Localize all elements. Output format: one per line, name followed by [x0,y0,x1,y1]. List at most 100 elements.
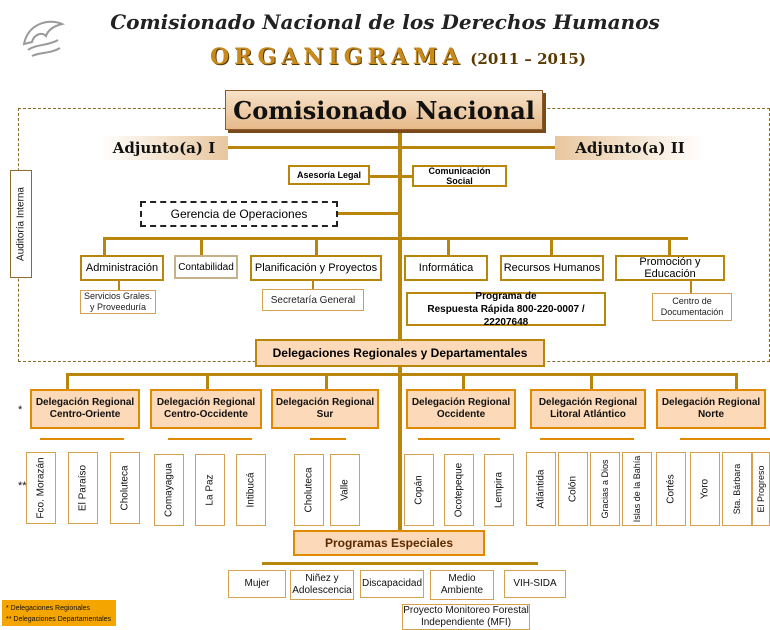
gerencia-label: Gerencia de Operaciones [170,207,308,221]
region-drop [206,373,209,389]
unit-promocion: Promoción y Educación [615,255,725,281]
adjunto-2-box: Adjunto(a) II [555,136,705,160]
delegaciones-box: Delegaciones Regionales y Departamentale… [255,339,545,367]
units-drop [447,237,450,255]
dept-box: Valle [330,454,360,526]
dept-label: Islas de la Bahía [632,455,642,523]
dept-label: El Paraíso [77,464,89,512]
unit-label: Contabilidad [178,261,234,273]
gerencia-link [338,212,400,215]
region-sur: Delegación Regional Sur [271,389,379,429]
servicios-label: Servicios Grales. y Proveeduría [83,291,153,312]
dept-bar [680,438,770,440]
program-discapacidad: Discapacidad [360,570,424,598]
units-drop [550,237,553,255]
dept-box: Gracias a Dios [590,452,620,526]
auditoria-label: Auditoría Interna [15,187,27,261]
dept-label: Comayagua [163,463,175,517]
dept-label: Atlántida [535,469,547,509]
dept-box: Colón [558,452,588,526]
dept-box: Sta. Bárbara [722,452,752,526]
program-label: VIH-SIDA [513,578,557,589]
dept-box: Choluteca [294,454,324,526]
comisionado-box: Comisionado Nacional [225,90,543,130]
region-label: Delegación Regional Sur [275,397,375,420]
unit-rrhh: Recursos Humanos [500,255,604,281]
units-drop [315,237,318,255]
auditoria-box: Auditoría Interna [10,170,32,278]
program-label: Discapacidad [361,578,423,589]
adjunto-2-label: Adjunto(a) II [575,139,685,157]
region-label: Delegación Regional Centro-Occidente [156,397,256,420]
page-subtitle: ORGANIGRAMA (2011 – 2015) [210,44,586,70]
units-drop [668,237,671,255]
dept-label: Choluteca [303,467,315,513]
region-drop [462,373,465,389]
asesoria-label: Asesoría Legal [296,170,362,180]
proyecto-label: Proyecto Monitoreo Forestal Independient… [403,605,529,628]
region-norte: Delegación Regional Norte [656,389,766,429]
units-drop [103,237,106,255]
programa-respuesta-box: Programa de Respuesta Rápida 800-220-000… [406,291,606,328]
region-drop [325,373,328,389]
secretaria-box: Secretaría General [262,289,364,311]
organigrama-label: ORGANIGRAMA [210,44,465,70]
unit-informatica: Informática [404,255,488,281]
sub-link [690,281,692,293]
comisionado-label: Comisionado Nacional [233,95,535,125]
dept-label: Ocotepeque [453,462,465,518]
dept-label: Choluteca [119,465,131,511]
dept-bar [40,438,124,440]
legend-item-regionales: * Delegaciones Regionales [6,605,91,612]
region-litoral-atlantico: Delegación Regional Litoral Atlántico [530,389,646,429]
programas-box: Programas Especiales [293,530,485,556]
programas-bar [262,562,538,565]
region-centro-occidente: Delegación Regional Centro-Occidente [150,389,262,429]
dept-label: Fco. Morazán [35,457,47,519]
proyecto-mfi: Proyecto Monitoreo Forestal Independient… [402,604,530,630]
program-mujer: Mujer [228,570,286,598]
dept-label: Yoro [699,478,711,500]
dept-box: Choluteca [110,452,140,524]
dept-box: El Paraíso [68,452,98,524]
units-bar [103,237,688,240]
adjunto-1-label: Adjunto(a) I [112,139,216,157]
gerencia-box: Gerencia de Operaciones [140,201,338,227]
dept-label: Copán [413,475,425,505]
dept-box: La Paz [195,454,225,526]
unit-label: Promoción y Educación [639,256,701,280]
dept-box: Islas de la Bahía [622,452,652,526]
program-medio-ambiente: Medio Ambiente [430,570,494,600]
centro-box: Centro de Documentación [652,293,732,321]
dept-bar [540,438,634,440]
dept-box: Comayagua [154,454,184,526]
dept-bar [168,438,252,440]
sub-link [312,281,314,289]
page-title: Comisionado Nacional de los Derechos Hum… [110,10,660,34]
dept-box: Ocotepeque [444,454,474,526]
region-label: Delegación Regional Litoral Atlántico [538,397,638,420]
unit-label: Recursos Humanos [503,262,601,274]
adjunto-1-box: Adjunto(a) I [100,136,228,160]
dept-box: Intibucá [236,454,266,526]
years-label: (2011 – 2015) [470,50,586,68]
dept-label: Valle [339,479,351,501]
units-drop [200,237,203,255]
program-label: Medio Ambiente [440,573,484,596]
region-occidente: Delegación Regional Occidente [406,389,516,429]
dept-bar [418,438,500,440]
comunicacion-box: Comunicación Social [412,165,507,187]
program-label: Mujer [244,578,270,589]
dept-label: El Progreso [756,465,766,513]
region-bar [66,373,738,376]
dept-label: Sta. Bárbara [732,463,742,515]
delegaciones-label: Delegaciones Regionales y Departamentale… [272,346,528,360]
region-drop [66,373,69,389]
region-centro-oriente: Delegación Regional Centro-Oriente [30,389,140,429]
region-label: Delegación Regional Norte [661,397,761,420]
dept-label: Intibucá [245,472,257,508]
region-marker: * [18,404,23,416]
region-drop [590,373,593,389]
dept-label: Colón [567,475,579,503]
legend-box: * Delegaciones Regionales ** Delegacione… [2,600,116,626]
